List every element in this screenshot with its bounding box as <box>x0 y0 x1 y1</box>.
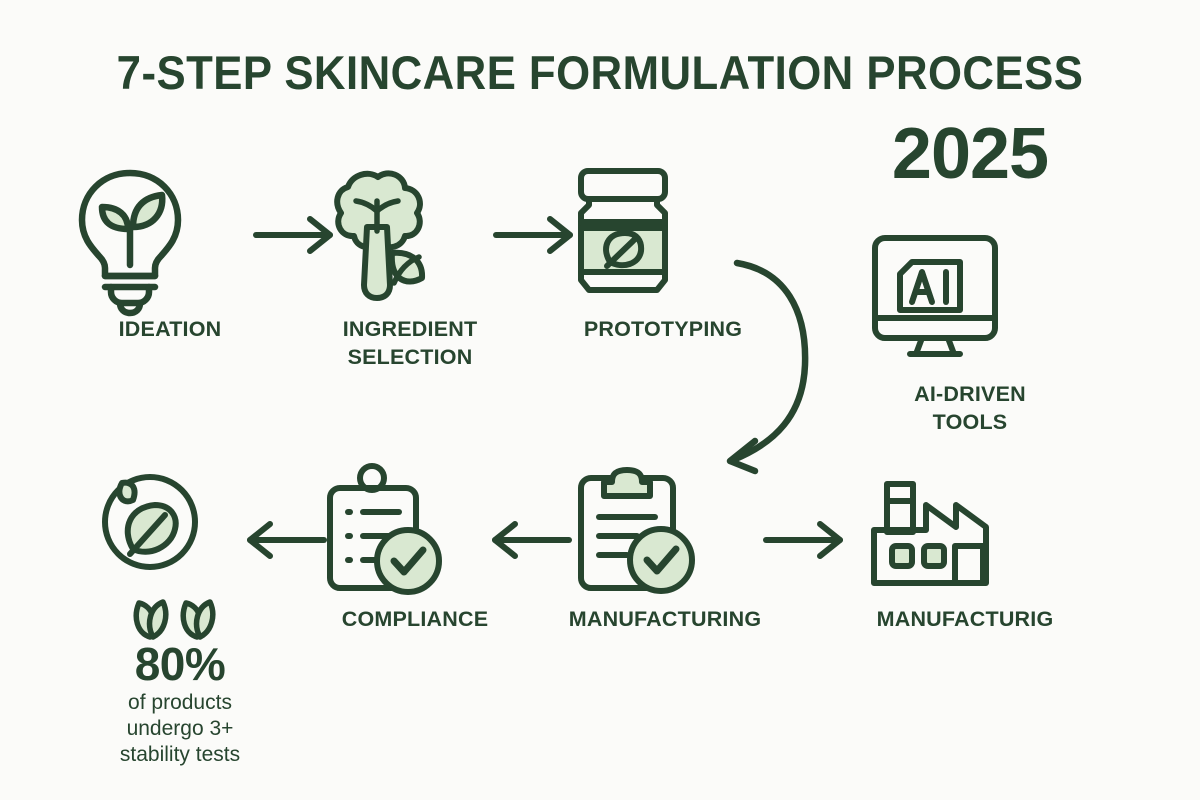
step-sustainability[interactable] <box>85 465 265 586</box>
step-compliance[interactable]: COMPLIANCE <box>315 460 515 634</box>
step-manufacturing[interactable]: MANUFACTURING <box>565 460 765 634</box>
step-ingredient-selection[interactable]: INGREDIENT SELECTION <box>310 165 510 371</box>
step-factory[interactable]: MANUFACTURIG <box>860 470 1070 634</box>
stat-value: 80% <box>134 638 226 690</box>
clipboard-checklist-check-icon <box>315 460 515 600</box>
arrow-left-icon <box>240 520 330 560</box>
sprout-pair-icon <box>125 593 235 643</box>
leaf-circle-icon <box>85 465 265 580</box>
step-label: INGREDIENT SELECTION <box>342 317 478 369</box>
clipboard-check-icon <box>565 460 765 600</box>
curved-arrow-icon <box>715 255 855 485</box>
arrow-left-icon <box>485 520 575 560</box>
page-title: 7-STEP SKINCARE FORMULATION PROCESS <box>116 46 1084 99</box>
lightbulb-sprout-icon <box>70 165 270 317</box>
step-label: COMPLIANCE <box>341 607 489 631</box>
step-label: MANUFACTURIG <box>876 607 1054 631</box>
step-ai-driven-tools[interactable]: AI-DRIVEN TOOLS <box>860 230 1080 436</box>
broccoli-icon <box>310 165 510 310</box>
arrow-right-icon <box>250 215 340 255</box>
step-prototyping[interactable]: PROTOTYPING <box>563 165 763 344</box>
cosmetic-jar-leaf-icon <box>563 165 763 310</box>
ai-monitor-icon <box>860 230 1080 375</box>
step-ideation[interactable]: IDEATION <box>70 165 270 344</box>
year-badge: 2025 <box>891 114 1049 194</box>
step-label: PROTOTYPING <box>583 317 743 341</box>
step-label: AI-DRIVEN TOOLS <box>914 382 1026 434</box>
step-label: IDEATION <box>118 317 222 341</box>
stat-description: of products undergo 3+ stability tests <box>119 691 241 766</box>
stat-block: 80% of products undergo 3+ stability tes… <box>60 640 300 767</box>
arrow-right-icon <box>760 520 850 560</box>
arrow-right-icon <box>490 215 580 255</box>
step-label: MANUFACTURING <box>568 607 762 631</box>
factory-icon <box>860 470 1070 600</box>
